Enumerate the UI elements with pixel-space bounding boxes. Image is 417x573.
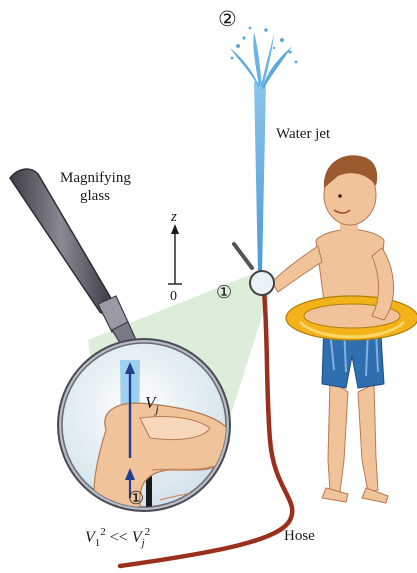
hose-label: Hose	[284, 528, 315, 544]
magnifying-glass-label-line2: glass	[80, 188, 110, 204]
lens-point-1-label: ①	[128, 488, 144, 508]
water-jet-label: Water jet	[276, 126, 331, 142]
axis-z-label: z	[170, 209, 177, 225]
velocity-comparison-equation: V12 << Vj2	[85, 526, 150, 549]
water-jet-spray	[230, 27, 297, 274]
magnifying-glass-label-line1: Magnifying	[60, 170, 131, 186]
axis-zero-label: 0	[170, 289, 177, 304]
z-axis	[168, 224, 182, 284]
point-1-label: ①	[216, 282, 232, 302]
point-2-label: ②	[218, 7, 237, 31]
boy-figure	[272, 155, 417, 503]
